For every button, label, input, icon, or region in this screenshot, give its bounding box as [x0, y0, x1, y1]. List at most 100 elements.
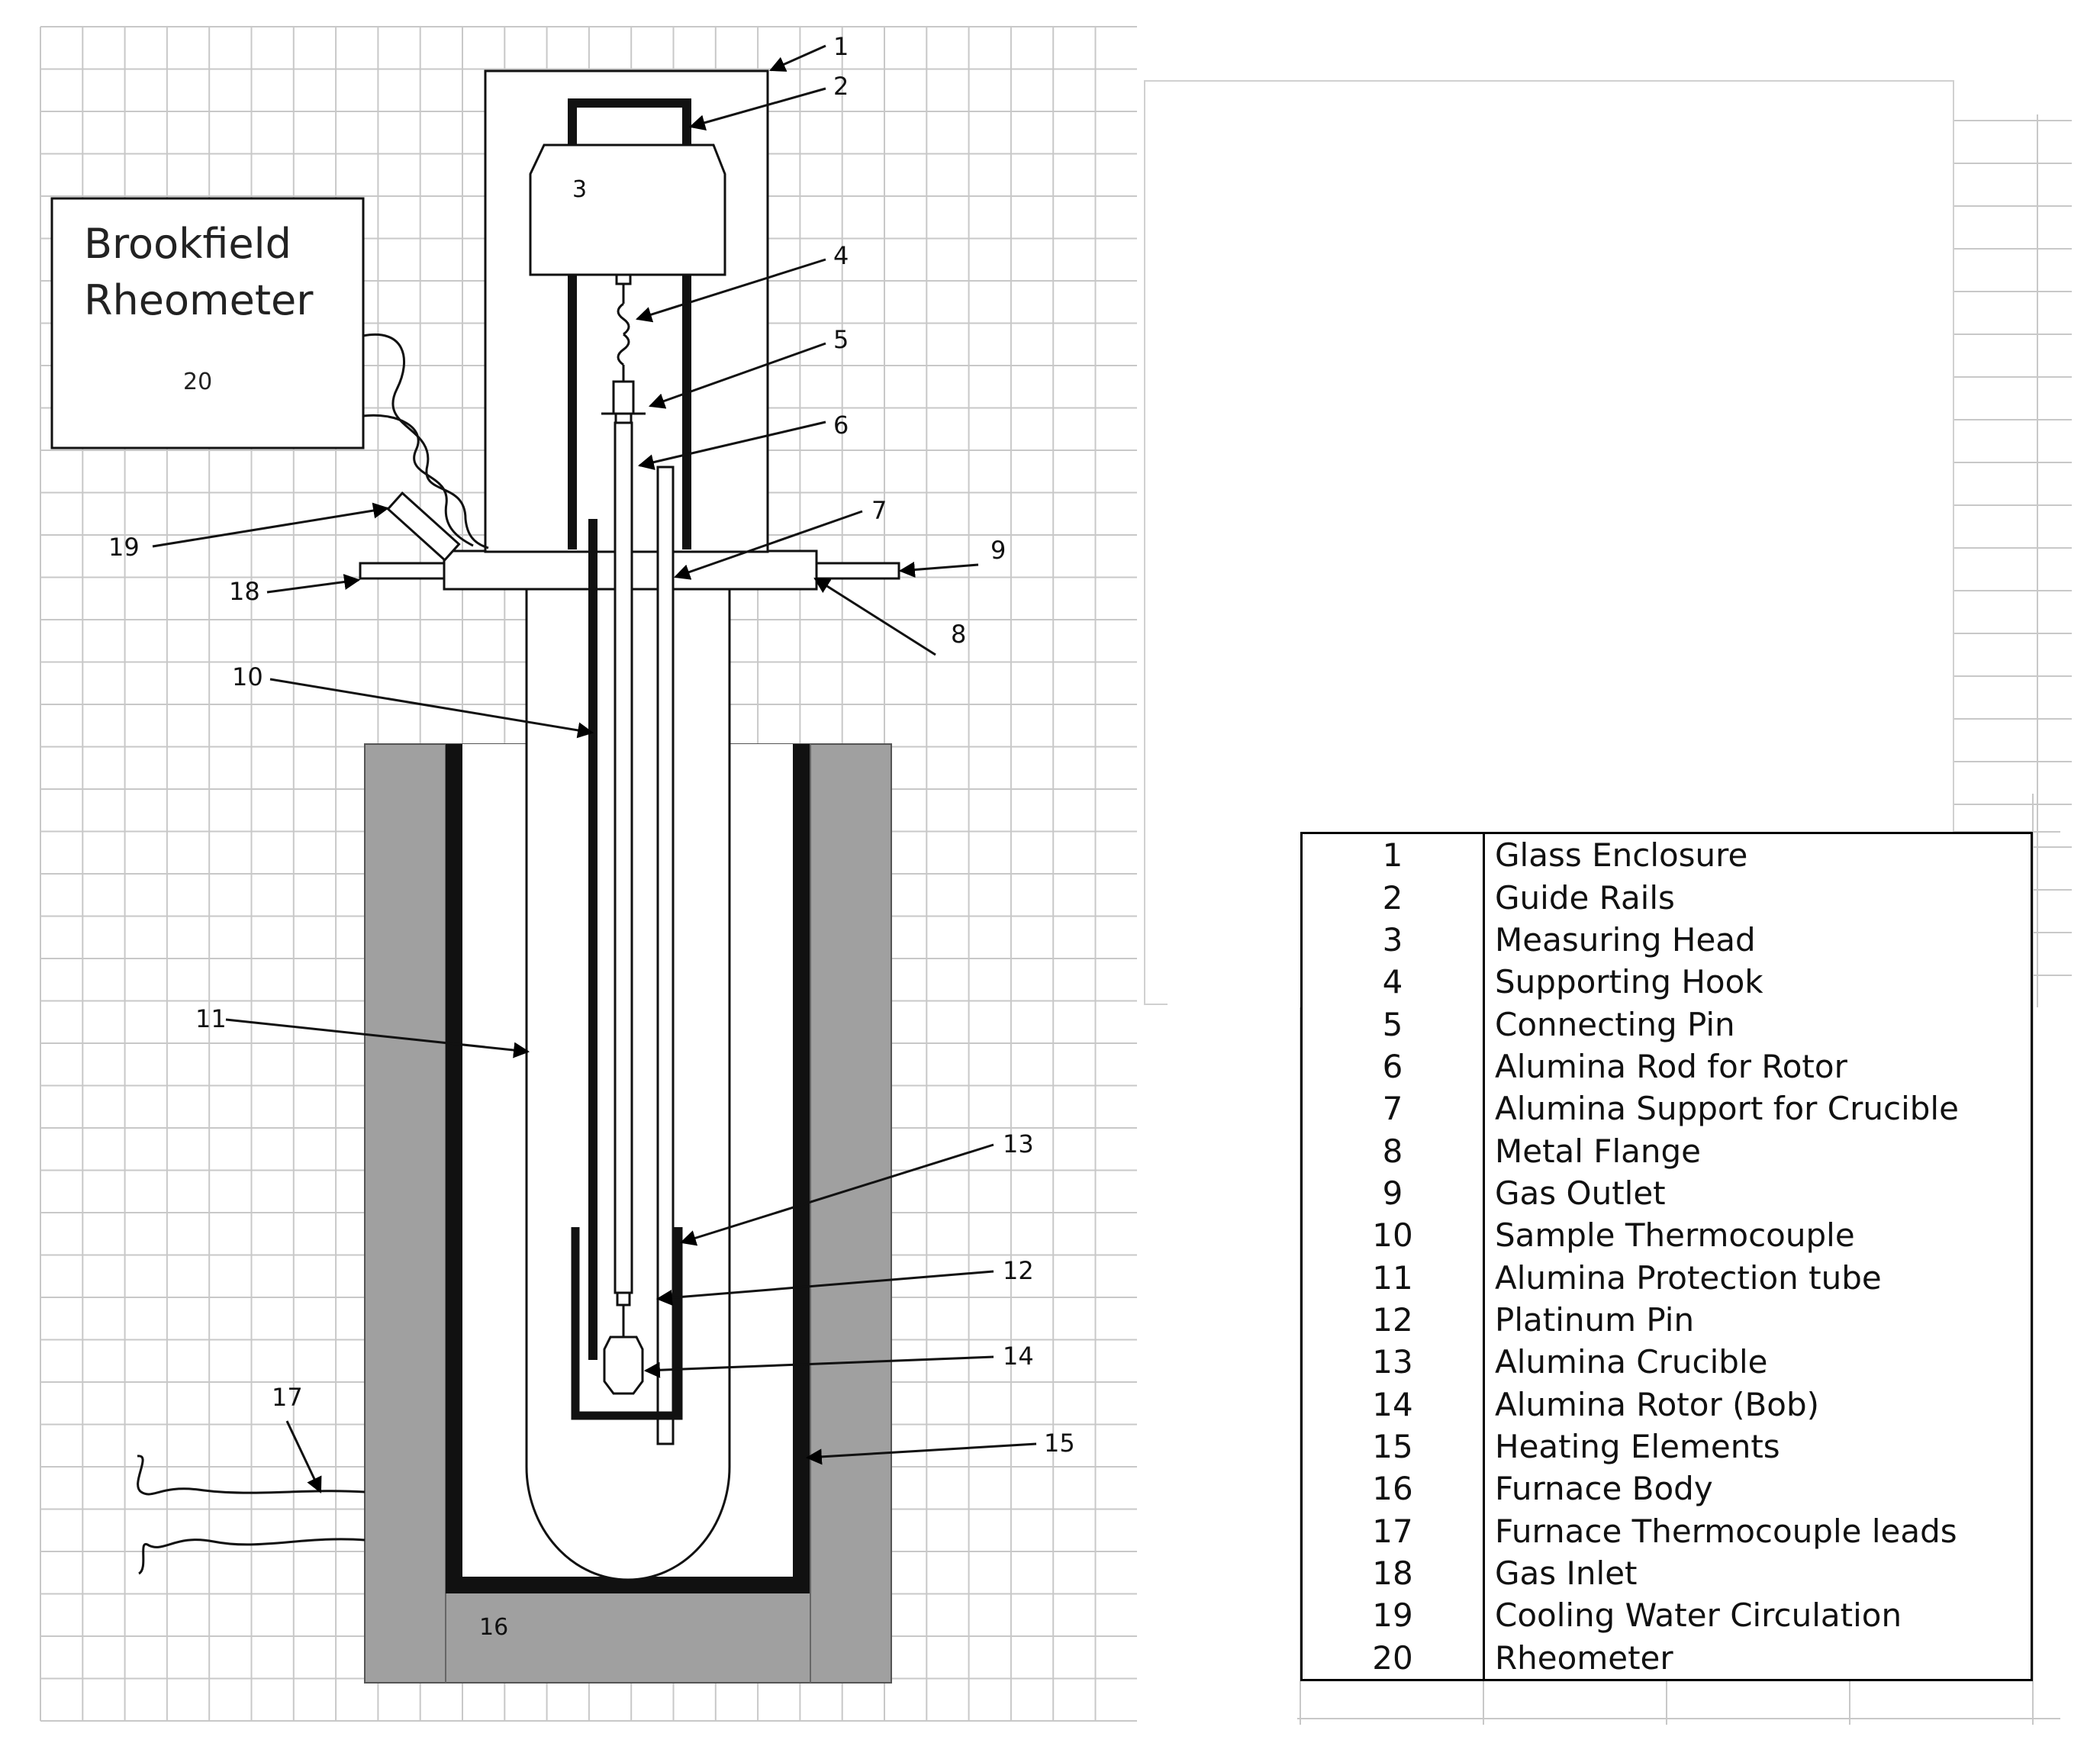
legend-table: 1 Glass Enclosure 2 Guide Rails 3 Measuring H…: [1300, 832, 2033, 1681]
rheometer-cables: [362, 333, 489, 549]
callout-13: 13: [679, 1129, 1034, 1246]
legend-number: 5: [1382, 1005, 1403, 1043]
heating-elements: [446, 744, 810, 1593]
legend-number: 3: [1382, 920, 1403, 959]
legend-number: 19: [1372, 1597, 1413, 1635]
callout-14: 14: [643, 1342, 1034, 1378]
callout-label: 12: [1003, 1256, 1034, 1285]
alumina-support: [656, 466, 675, 1445]
rheometer-title-line2: Rheometer: [84, 276, 314, 324]
callout-9: 9: [898, 536, 1006, 578]
legend-component-name: Furnace Thermocouple leads: [1495, 1512, 1957, 1550]
rheometer-box: [50, 197, 365, 449]
gas-outlet-pipe: [813, 562, 900, 580]
legend-row: 8 Metal Flange: [1303, 1129, 2031, 1171]
cooling-water-fitting: [386, 491, 461, 562]
alumina-crucible: [571, 1227, 683, 1420]
legend-number: 18: [1372, 1555, 1413, 1593]
callout-arrow: [266, 574, 361, 594]
alumina-rotor: [603, 1336, 644, 1395]
callout-label: 13: [1003, 1129, 1034, 1158]
platinum-pin: [616, 1291, 631, 1307]
callout-arrow: [225, 1018, 530, 1058]
legend-component-name: Cooling Water Circulation: [1495, 1597, 1902, 1635]
callout-label: 11: [195, 1004, 227, 1033]
callout-label: 8: [951, 620, 966, 649]
legend-column-divider: [1483, 834, 1485, 1679]
callout-label: 19: [108, 533, 140, 562]
supporting-hook: [615, 273, 632, 382]
legend-number: 16: [1372, 1470, 1413, 1508]
legend-component-name: Supporting Hook: [1495, 963, 1763, 1001]
legend-row: 3 Measuring Head: [1303, 919, 2031, 961]
legend-component-name: Glass Enclosure: [1495, 836, 1748, 875]
legend-number: 6: [1382, 1047, 1403, 1085]
callout-label: 15: [1044, 1429, 1075, 1458]
legend-component-name: Metal Flange: [1495, 1132, 1701, 1170]
legend-number: 8: [1382, 1132, 1403, 1170]
legend-component-name: Alumina Protection tube: [1495, 1258, 1882, 1297]
legend-number: 13: [1372, 1343, 1413, 1381]
legend-number: 11: [1372, 1258, 1413, 1297]
callout-arrow: [637, 420, 826, 470]
callout-label: 7: [871, 496, 887, 525]
callout-arrow: [285, 1420, 322, 1493]
legend-component-name: Alumina Support for Crucible: [1495, 1090, 1959, 1128]
legend-component-name: Gas Inlet: [1495, 1555, 1638, 1593]
callout-8: 8: [813, 577, 966, 656]
legend-component-name: Heating Elements: [1495, 1428, 1780, 1466]
callout-label: 14: [1003, 1342, 1034, 1371]
legend-component-name: Guide Rails: [1495, 878, 1675, 917]
callout-7: 7: [674, 496, 887, 580]
callout-arrow: [679, 1143, 994, 1246]
callout-15: 15: [805, 1429, 1075, 1465]
callout-arrow: [269, 678, 594, 739]
callout-arrow: [649, 342, 826, 409]
measuring-head-label: 3: [572, 176, 587, 203]
callout-arrow: [898, 562, 979, 578]
callout-label: 1: [833, 32, 849, 61]
legend-number: 2: [1382, 878, 1403, 917]
legend-component-name: Gas Outlet: [1495, 1174, 1666, 1212]
furnace-body-label: 16: [479, 1614, 508, 1641]
legend-component-name: Measuring Head: [1495, 920, 1756, 959]
sample-thermocouple: [588, 519, 597, 1360]
legend-number: 10: [1372, 1216, 1413, 1255]
legend-number: 15: [1372, 1428, 1413, 1466]
callout-2: 2: [688, 72, 849, 130]
furnace-thermocouple-leads: [137, 1455, 366, 1575]
legend-row: 16 Furnace Body: [1303, 1468, 2031, 1510]
connecting-pin: [601, 380, 646, 424]
callout-label: 9: [990, 536, 1006, 565]
legend-component-name: Furnace Body: [1495, 1470, 1713, 1508]
legend-component-name: Connecting Pin: [1495, 1005, 1735, 1043]
legend-component-name: Alumina Rotor (Bob): [1495, 1385, 1820, 1423]
callout-arrow: [813, 577, 936, 656]
callout-19: 19: [108, 502, 390, 562]
callout-label: 18: [229, 577, 260, 606]
legend-component-name: Alumina Crucible: [1495, 1343, 1768, 1381]
callout-arrow: [655, 1270, 994, 1306]
callout-label: 5: [833, 325, 849, 354]
callout-18: 18: [229, 574, 361, 606]
legend-component-name: Platinum Pin: [1495, 1301, 1695, 1339]
callout-4: 4: [635, 241, 849, 323]
legend-row: 1 Glass Enclosure: [1303, 834, 2031, 876]
legend-number: 1: [1382, 836, 1403, 875]
callout-1: 1: [769, 32, 849, 72]
legend-component-name: Rheometer: [1495, 1638, 1673, 1677]
callout-label: 2: [833, 72, 849, 101]
gas-inlet-pipe: [359, 562, 447, 580]
rheometer-number: 20: [183, 369, 212, 395]
legend-row: 19 Cooling Water Circulation: [1303, 1594, 2031, 1636]
callout-label: 6: [833, 411, 849, 440]
callout-arrow: [152, 502, 390, 548]
callout-label: 17: [272, 1383, 303, 1412]
